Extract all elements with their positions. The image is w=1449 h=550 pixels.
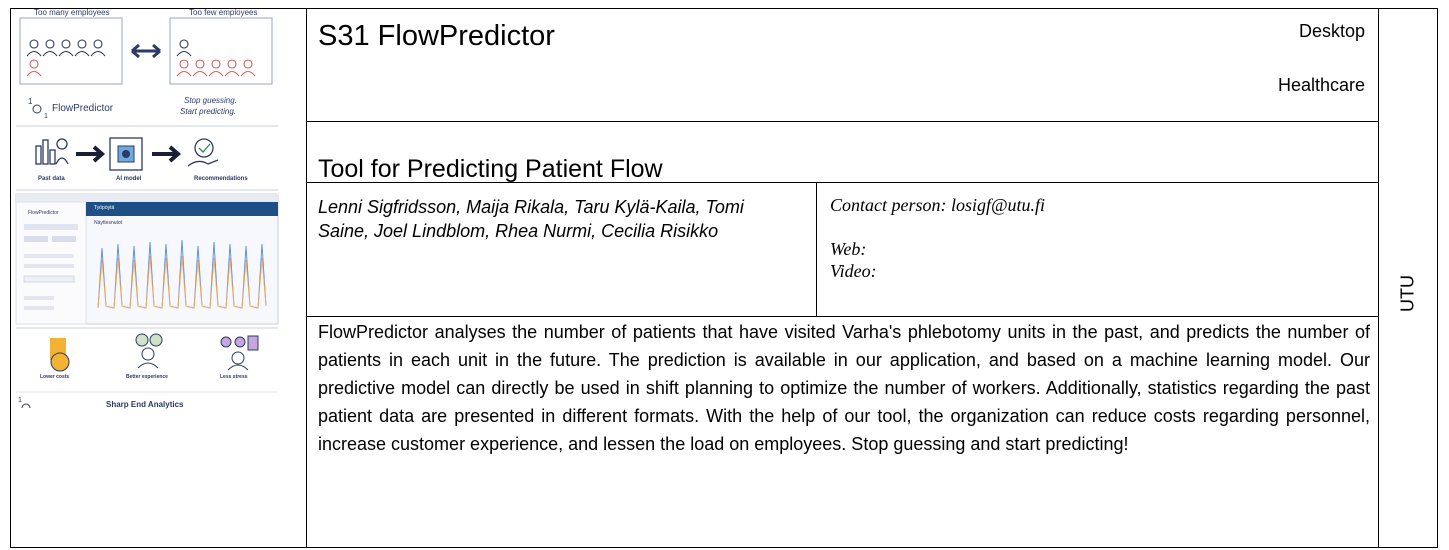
contact-block: Contact person: losigf@utu.fi Web: Video… bbox=[830, 194, 1045, 282]
project-title: S31 FlowPredictor bbox=[318, 20, 555, 52]
app-chart-title: Näyttesnutot bbox=[94, 220, 123, 226]
side-divider bbox=[1378, 9, 1379, 547]
svg-text:1: 1 bbox=[18, 397, 22, 404]
university-label: UTU bbox=[1397, 275, 1418, 312]
benefit-less-stress: Less stress bbox=[220, 374, 248, 380]
poster-graphic: 1 1 bbox=[15, 17, 279, 413]
contact-person: Contact person: losigf@utu.fi bbox=[830, 195, 1046, 215]
project-subtitle: Tool for Predicting Patient Flow bbox=[318, 155, 663, 183]
employee-icons-many bbox=[26, 39, 106, 57]
authors-list: Lenni Sigfridsson, Maija Rikala, Taru Ky… bbox=[318, 197, 744, 241]
better-experience-icon bbox=[135, 333, 163, 369]
tagline-line2: Start predicting. bbox=[180, 107, 237, 116]
platform-tag: Desktop bbox=[1298, 21, 1365, 41]
category-tag: Healthcare bbox=[1277, 75, 1365, 95]
patient-icons-many bbox=[176, 59, 256, 77]
app-chart-line-orange bbox=[97, 255, 267, 309]
logo-icon bbox=[21, 403, 31, 413]
recommendations-icon bbox=[187, 138, 219, 167]
company-name: Sharp End Analytics bbox=[106, 400, 184, 409]
ai-model-icon bbox=[109, 137, 143, 171]
web-label: Web: bbox=[830, 239, 867, 259]
less-stress-icon bbox=[220, 335, 259, 371]
project-card bbox=[10, 8, 1438, 548]
project-poster: 1 1 bbox=[14, 8, 280, 413]
poster-divider bbox=[306, 9, 307, 547]
authors-divider bbox=[306, 316, 1379, 317]
svg-text:1: 1 bbox=[28, 97, 33, 106]
video-label: Video: bbox=[830, 261, 877, 281]
arrow-right-icon bbox=[76, 145, 106, 163]
benefit-lower-costs: Lower costs bbox=[40, 374, 70, 380]
poster-brand: FlowPredictor bbox=[52, 103, 114, 114]
past-data-icon bbox=[35, 138, 69, 165]
svg-text:1: 1 bbox=[44, 113, 48, 120]
subtitle-divider bbox=[306, 182, 1379, 183]
lower-costs-icon bbox=[50, 338, 70, 372]
tagline-line1: Stop guessing. bbox=[184, 96, 237, 105]
too-few-label: Too few employees bbox=[189, 8, 258, 17]
authors-contact-divider bbox=[816, 182, 817, 316]
app-header: FlowPredictor bbox=[28, 210, 59, 216]
too-many-label: Too many employees bbox=[34, 8, 110, 17]
header-divider bbox=[306, 121, 1379, 122]
benefit-better-experience: Better experience bbox=[126, 374, 168, 380]
logo-icon bbox=[32, 104, 42, 114]
project-description: FlowPredictor analyses the number of pat… bbox=[318, 322, 1370, 454]
double-arrow-icon bbox=[131, 43, 161, 59]
app-tab: Työpöytä bbox=[94, 205, 115, 211]
flow-label-ai-model: AI model bbox=[116, 176, 142, 182]
arrow-right-icon bbox=[152, 145, 182, 163]
flow-label-recommendations: Recommendations bbox=[194, 176, 248, 182]
flow-label-past-data: Past data bbox=[38, 176, 65, 182]
